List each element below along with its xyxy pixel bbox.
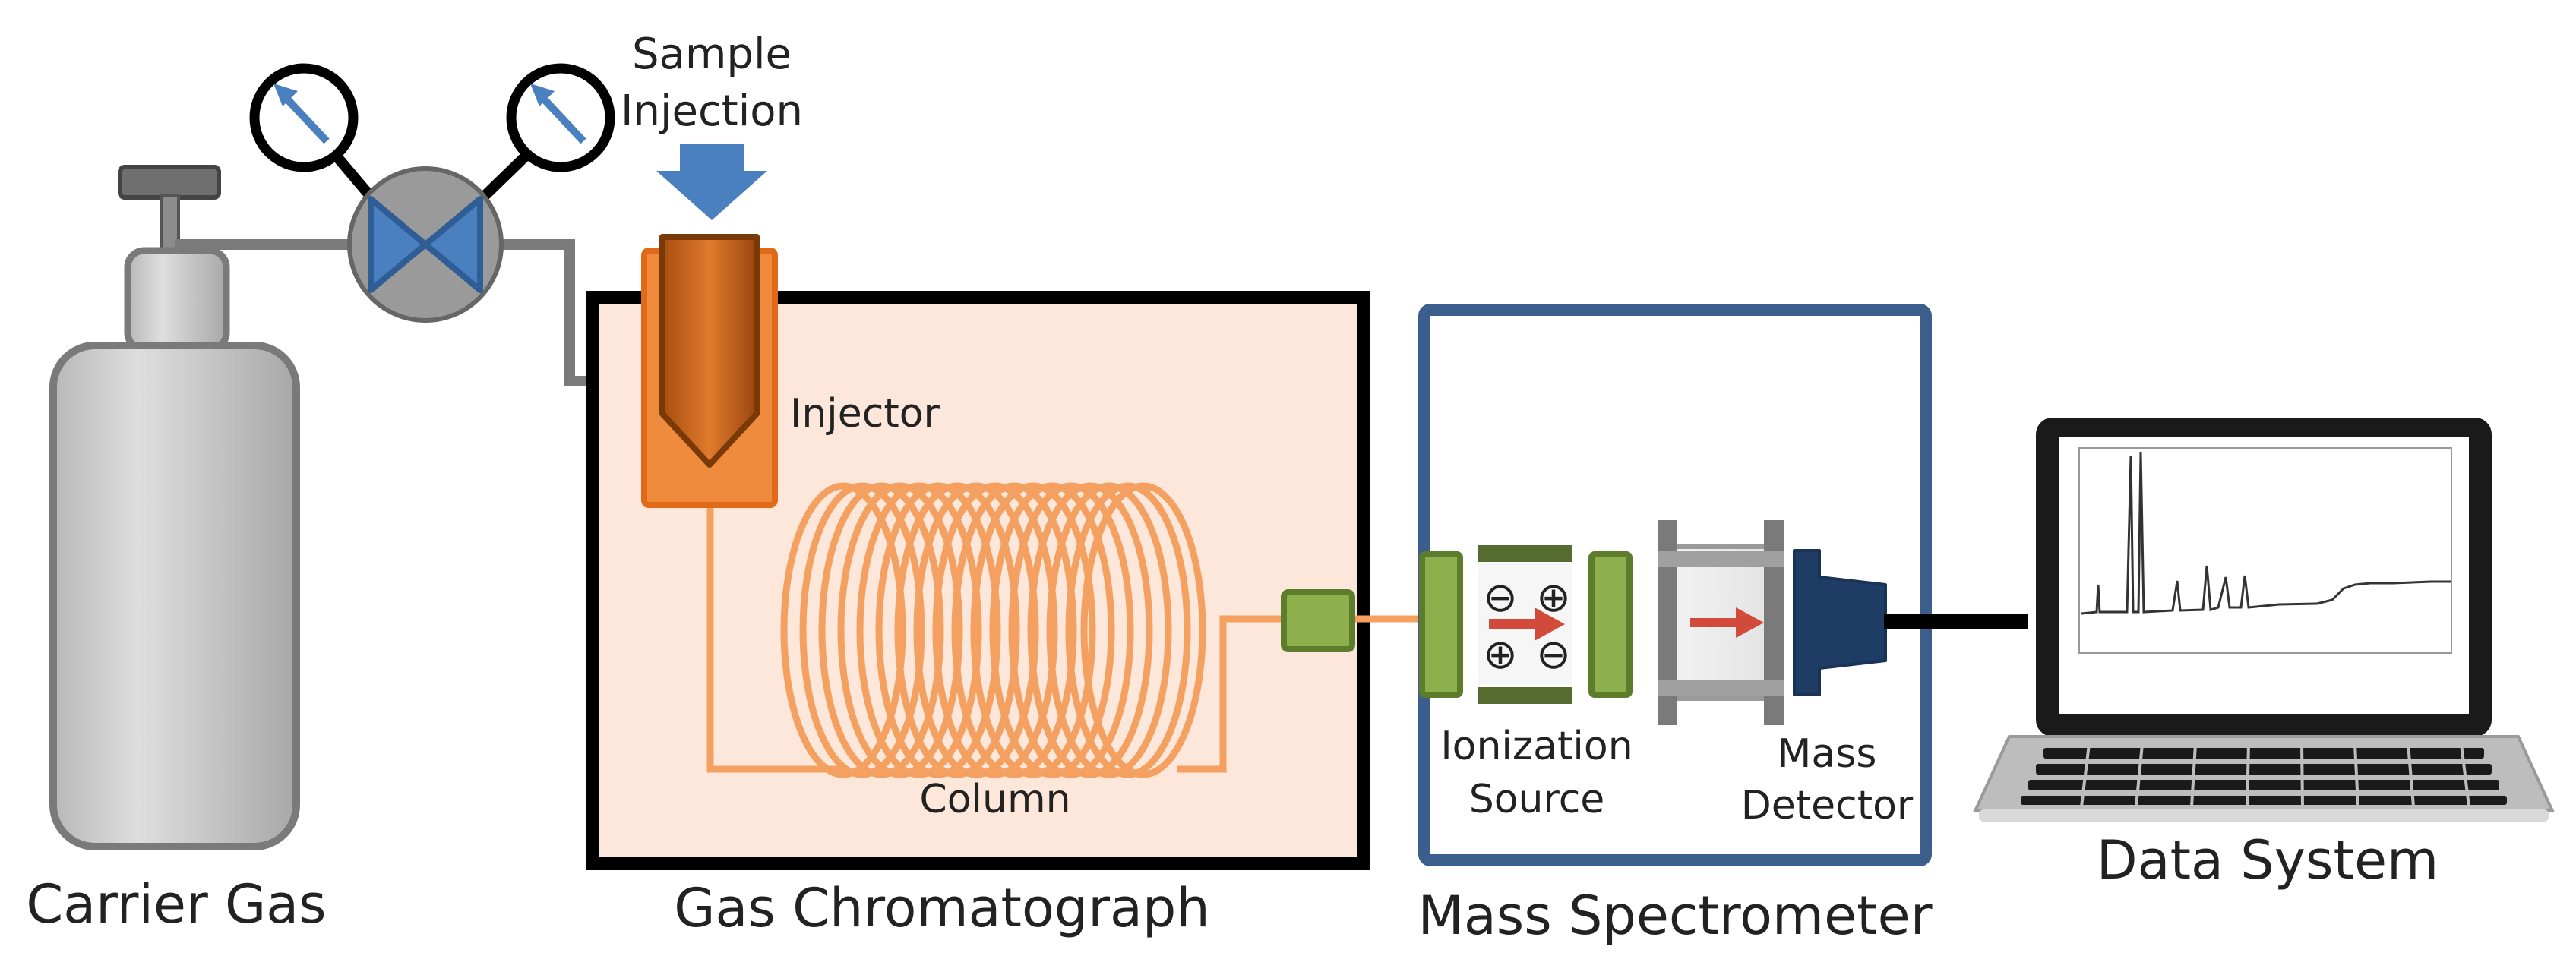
- minus-ion-icon: ⊖: [1483, 573, 1517, 621]
- mass-detector-label-line2: Detector: [1741, 783, 1914, 828]
- cylinder-valve-handle: [118, 165, 221, 200]
- column-to-transfer-line: [1177, 615, 1284, 773]
- injector-label: Injector: [790, 391, 940, 437]
- right-gauge-needle-icon: [530, 84, 555, 106]
- laptop-screen: [2059, 437, 2469, 714]
- left-gauge-needle-icon: [273, 84, 298, 106]
- laptop-icon: [1972, 418, 2555, 822]
- mass-detector-icon: [1793, 549, 1887, 696]
- ionization-source-label-line1: Ionization: [1440, 724, 1633, 769]
- ion-flow-arrow-icon: [1535, 607, 1565, 641]
- ionization-source: ⊖ ⊕ ⊕ ⊖: [1419, 545, 1633, 704]
- mass-spectrometer-label: Mass Spectrometer: [1418, 885, 1933, 947]
- injector-to-column-line: [706, 505, 847, 773]
- injection-arrow-icon: [656, 144, 767, 220]
- carrier-gas-label: Carrier Gas: [26, 873, 326, 935]
- valve-icon-right: [422, 196, 483, 293]
- column-coil: [706, 482, 1432, 778]
- sample-injection-label-line2: Injection: [621, 87, 803, 136]
- chromatogram-thumbnail: [2078, 447, 2452, 654]
- mass-analyzer: [1658, 520, 1887, 725]
- cylinder-body: [49, 342, 300, 850]
- gas-chromatograph-label: Gas Chromatograph: [674, 877, 1209, 939]
- plus-ion-icon: ⊕: [1483, 630, 1517, 678]
- pressure-regulator: [249, 63, 615, 323]
- minus-ion-icon: ⊖: [1536, 630, 1570, 678]
- cylinder-neck: [124, 247, 230, 353]
- laptop-keyboard: [2021, 748, 2507, 805]
- ion-plate-top: [1478, 545, 1572, 562]
- ion-source-right-lens: [1588, 551, 1633, 698]
- sample-injection-label-line1: Sample: [632, 30, 792, 79]
- injector-liner: [659, 234, 760, 468]
- ion-path-arrow-icon: [1736, 607, 1764, 638]
- data-system-label: Data System: [2097, 829, 2439, 891]
- laptop-front-edge: [1979, 809, 2549, 822]
- gas-cylinder: [49, 165, 300, 850]
- injector: [641, 234, 778, 508]
- ionization-source-label-line2: Source: [1469, 777, 1605, 822]
- transfer-coupling: [1281, 589, 1355, 652]
- valve-icon-left: [368, 196, 428, 293]
- ion-source-left-lens: [1419, 551, 1463, 698]
- ion-plate-bottom: [1478, 687, 1572, 704]
- chromatogram-trace: [2081, 451, 2451, 615]
- column-label: Column: [919, 777, 1070, 822]
- mass-detector-label-line1: Mass: [1778, 731, 1877, 777]
